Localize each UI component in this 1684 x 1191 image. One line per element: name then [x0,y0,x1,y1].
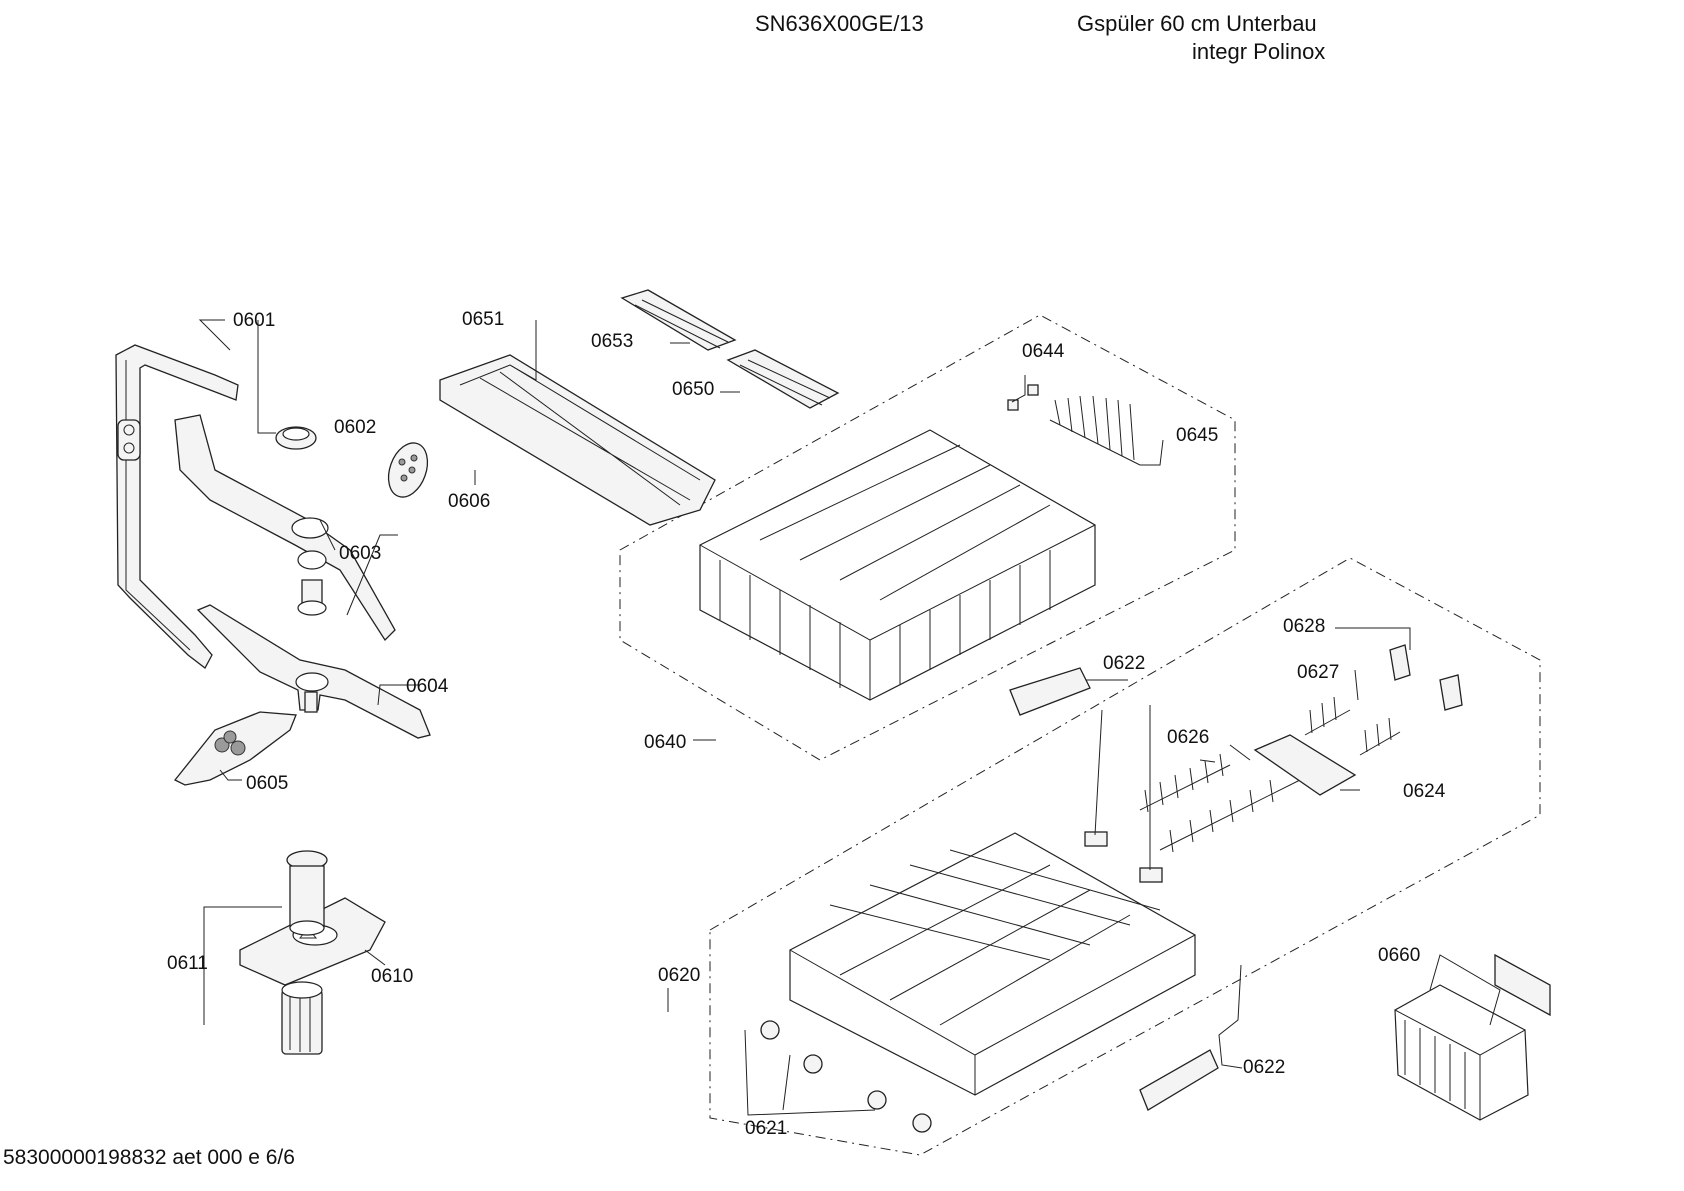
part-0620-lower-basket[interactable] [789,832,1196,1096]
label-0611: 0611 [167,953,208,974]
part-0603-upper-spray-arm[interactable] [174,414,396,642]
label-0621: 0621 [745,1118,787,1139]
document-code: 58300000198832 aet 000 e 6/6 [3,1146,295,1169]
label-0605: 0605 [246,773,288,794]
label-0606: 0606 [448,491,490,512]
label-0620: 0620 [658,965,700,986]
label-0628: 0628 [1283,616,1325,637]
label-0651: 0651 [462,309,504,330]
part-0628-clips[interactable] [1389,644,1463,711]
part-0622-handle-upper[interactable] [1009,667,1091,716]
part-0660-cutlery-basket[interactable] [1394,953,1551,1121]
part-0606-round-sieve[interactable] [382,438,435,503]
lower-rack-group-outline [709,557,1541,1156]
part-0644-clips[interactable] [1007,384,1039,411]
label-0640: 0640 [644,732,686,753]
label-0604: 0604 [406,676,449,697]
label-0603: 0603 [339,543,381,564]
part-0622-handle-lower[interactable] [1139,1049,1219,1111]
part-0627-folding-racks[interactable] [1304,696,1401,756]
appliance-description-line2: integr Polinox [1192,39,1326,64]
part-0626-plate-racks[interactable] [1139,753,1301,853]
label-0626: 0626 [1167,727,1209,748]
label-0610: 0610 [371,966,413,987]
label-0601: 0601 [233,310,275,331]
part-0611-microfilter[interactable] [281,850,328,1055]
part-0601-spray-pipe[interactable] [115,344,239,669]
part-0645-tine-rack[interactable] [1049,395,1141,466]
part-0624-rail-bracket[interactable] [1253,734,1357,796]
label-0660: 0660 [1378,945,1420,966]
part-0650-cup-rack[interactable] [726,349,840,409]
leader-lines [198,319,1411,1116]
model-number: SN636X00GE/13 [755,11,924,36]
part-0620-rail-clips[interactable] [1084,831,1163,883]
label-0627: 0627 [1297,662,1339,683]
label-0602: 0602 [334,417,376,438]
label-0622-upper: 0622 [1103,653,1145,674]
label-0645: 0645 [1176,425,1218,446]
label-0644: 0644 [1022,341,1065,362]
label-0624: 0624 [1403,781,1446,802]
label-0653: 0653 [591,331,633,352]
label-0650: 0650 [672,379,714,400]
label-0622-lower: 0622 [1243,1057,1285,1078]
part-0621-wheels[interactable] [760,1020,932,1133]
part-0604-lower-spray-arm[interactable] [196,604,431,739]
part-0640-upper-basket[interactable] [699,429,1096,701]
appliance-description: Gspüler 60 cm Unterbau [1077,11,1317,36]
part-0653-cup-rack[interactable] [620,289,737,351]
part-0605-filter-plate[interactable] [173,711,297,786]
part-0602-nut[interactable] [275,426,317,450]
